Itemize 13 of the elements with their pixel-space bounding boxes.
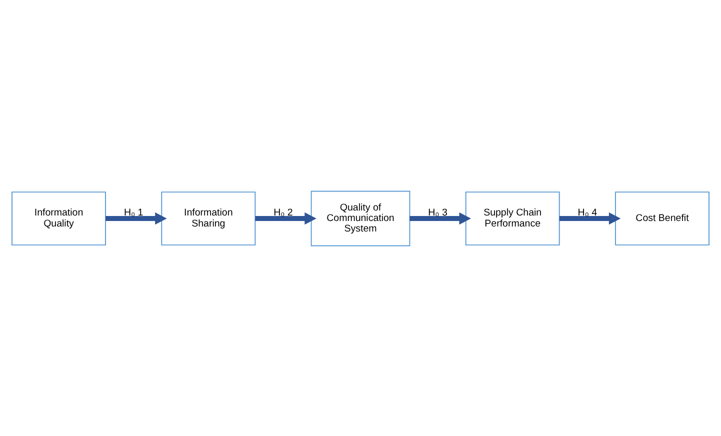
edge-label: H₀ 2 xyxy=(274,207,293,218)
arrow xyxy=(410,212,471,224)
node-box: Information Quality xyxy=(12,191,106,245)
arrow xyxy=(559,212,621,224)
node-box: Supply Chain Performance xyxy=(465,191,560,245)
edge-label: H₀ 1 xyxy=(124,207,144,218)
node-box: Cost Benefit xyxy=(615,191,710,245)
edge-label: H₀ 4 xyxy=(578,207,598,218)
node-box: Quality of Communication System xyxy=(310,190,410,246)
arrow xyxy=(106,212,167,224)
arrow xyxy=(255,212,316,224)
edge-label: H₀ 3 xyxy=(428,207,448,218)
node-box: Information Sharing xyxy=(161,191,256,245)
